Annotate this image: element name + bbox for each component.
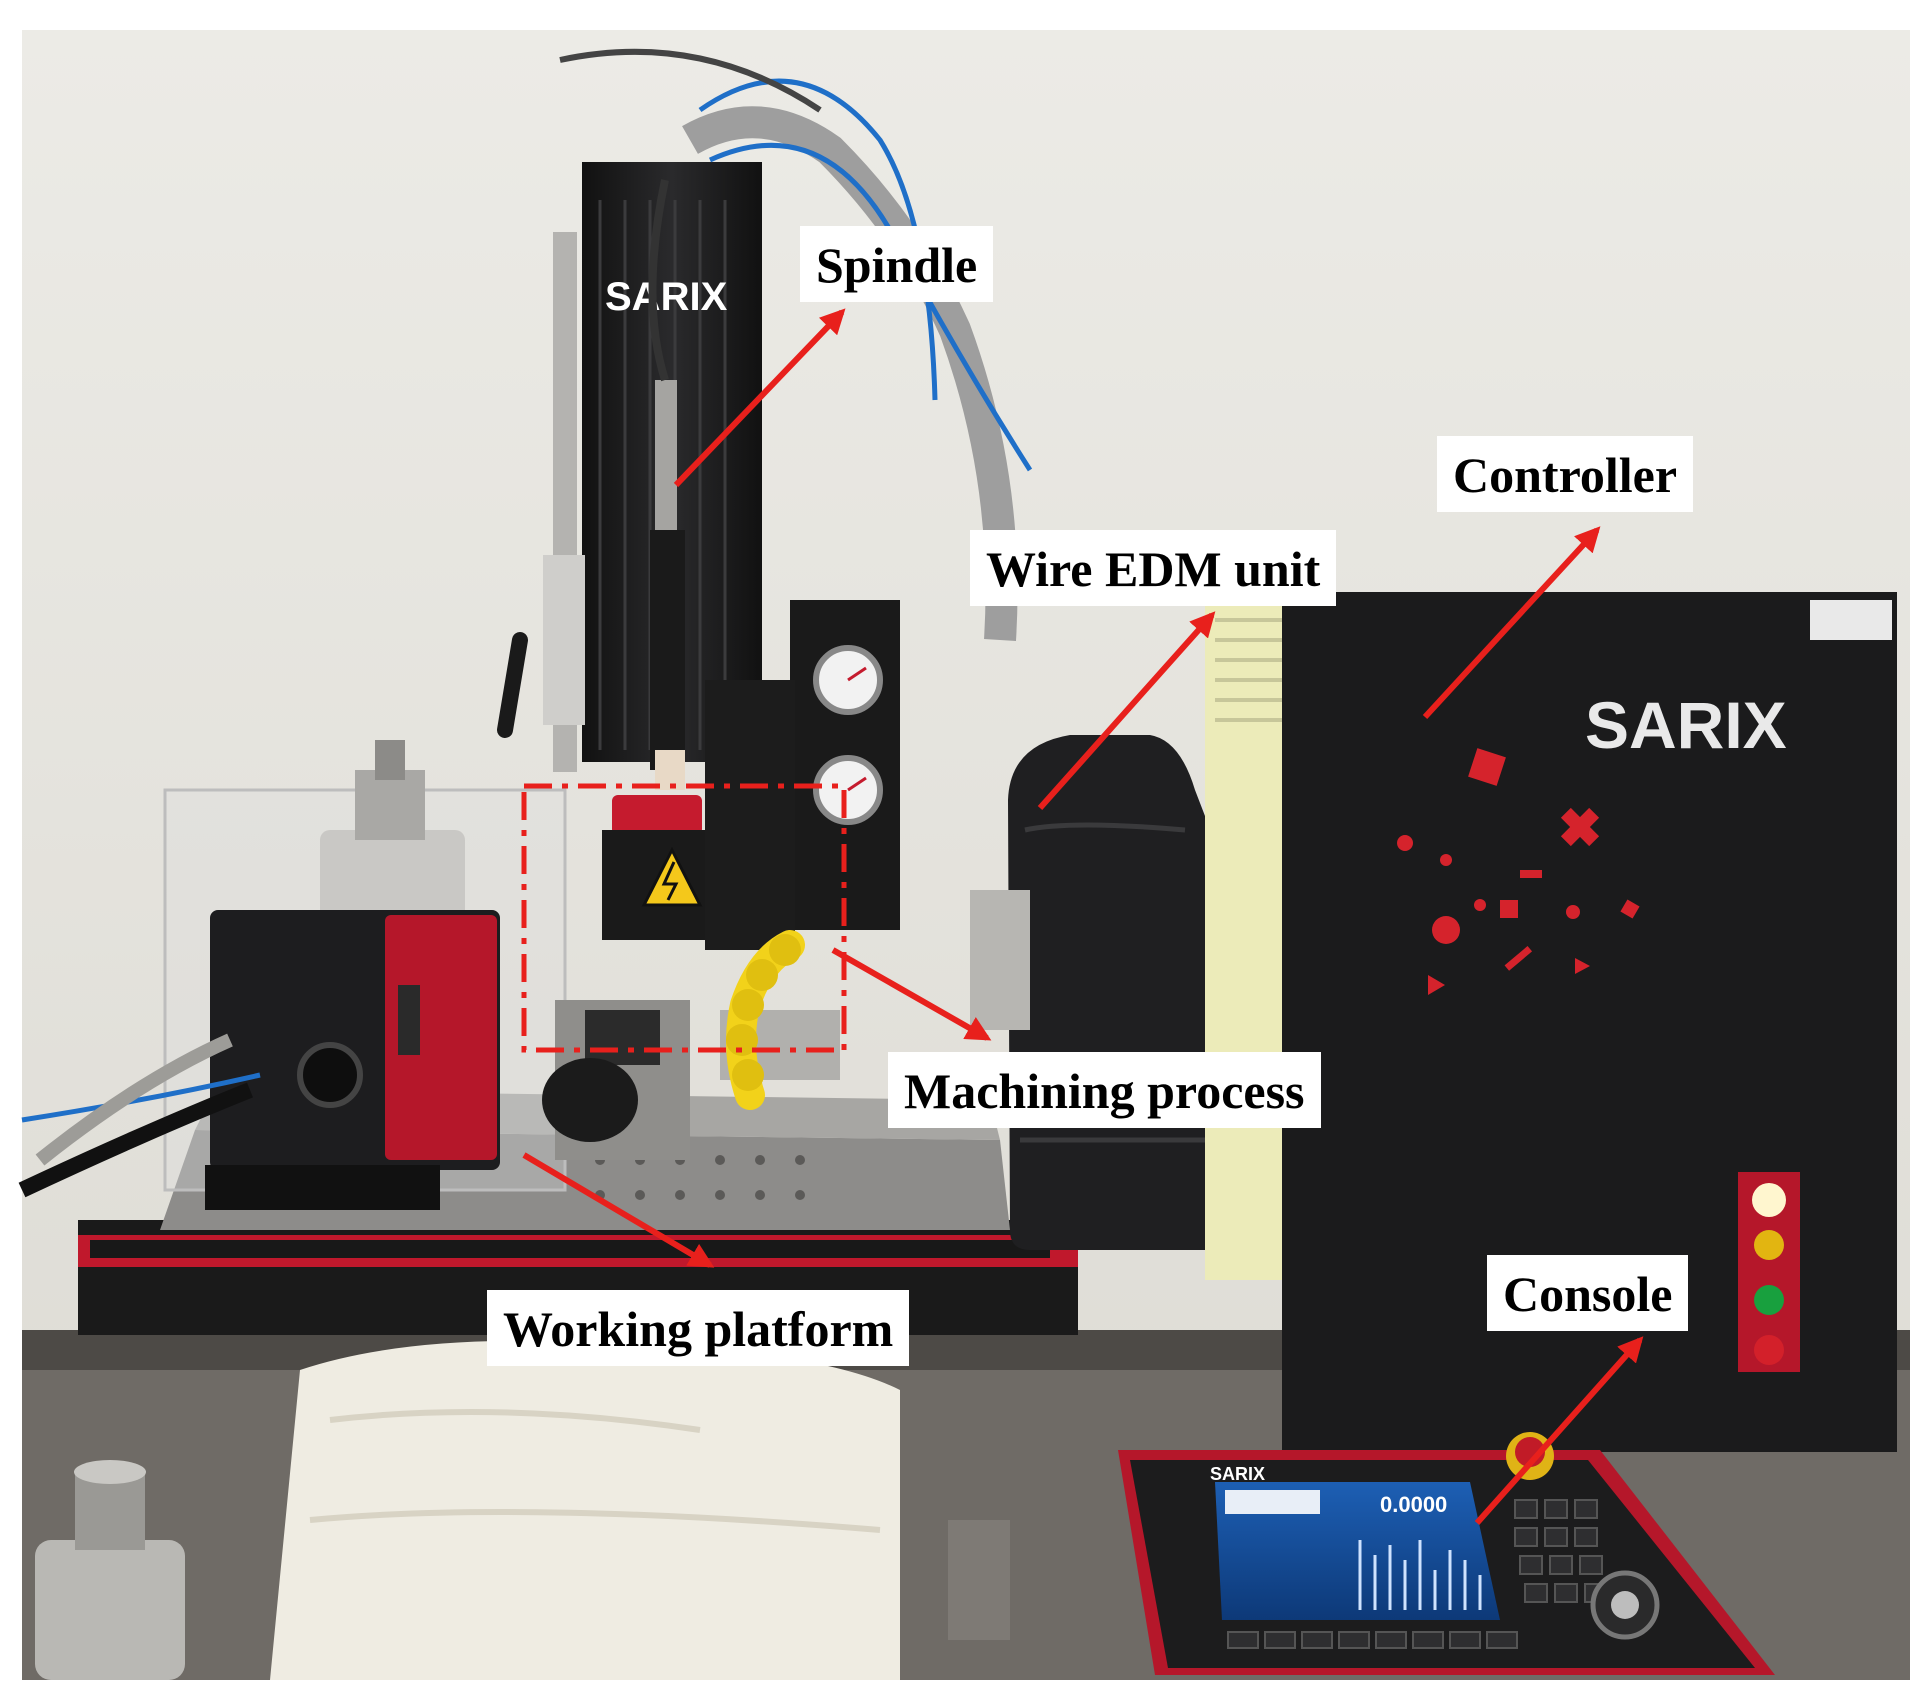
- label-spindle: Spindle: [800, 226, 994, 302]
- controller-decoration: [1397, 748, 1640, 995]
- vise-screw: [542, 1058, 638, 1142]
- arrow-wire-edm: [1037, 611, 1216, 810]
- metal-workpiece: [35, 1540, 185, 1680]
- spindle-head-red: [612, 795, 702, 835]
- label-console: Console: [1487, 1255, 1689, 1331]
- console-logo: SARIX: [1210, 1464, 1265, 1484]
- status-light-green: [1754, 1285, 1784, 1315]
- label-controller: Controller: [1437, 436, 1694, 512]
- console-keypad: [1514, 1499, 1608, 1603]
- label-wire-edm-unit: Wire EDM unit: [970, 530, 1337, 606]
- console-function-keys: [1227, 1631, 1518, 1649]
- arrow-spindle: [673, 308, 846, 488]
- rotary-chuck: [320, 830, 465, 920]
- left-cables: [21, 1072, 261, 1123]
- controller-logo: SARIX: [1585, 688, 1787, 762]
- arrow-platform: [522, 1152, 715, 1268]
- status-light-white: [1752, 1183, 1786, 1217]
- column-logo: SARIX: [605, 275, 728, 319]
- machining-process-box: [521, 783, 847, 1053]
- arrow-machining: [831, 947, 992, 1041]
- arrow-controller: [1422, 526, 1601, 720]
- console-screen-waveform: [1358, 1540, 1482, 1610]
- spindle-electrode: [655, 380, 677, 540]
- status-light-yellow: [1754, 1230, 1784, 1260]
- status-light-red: [1754, 1335, 1784, 1365]
- high-voltage-warning-icon: [641, 846, 703, 907]
- label-working-platform: Working platform: [487, 1290, 910, 1366]
- grey-block: [948, 1520, 1010, 1640]
- console-readout: 0.0000: [1380, 1492, 1447, 1517]
- label-machining-process: Machining process: [888, 1052, 1321, 1128]
- console-screen: [1215, 1482, 1500, 1620]
- rotary-axis-red-panel: [385, 915, 497, 1160]
- arrow-console: [1474, 1336, 1644, 1525]
